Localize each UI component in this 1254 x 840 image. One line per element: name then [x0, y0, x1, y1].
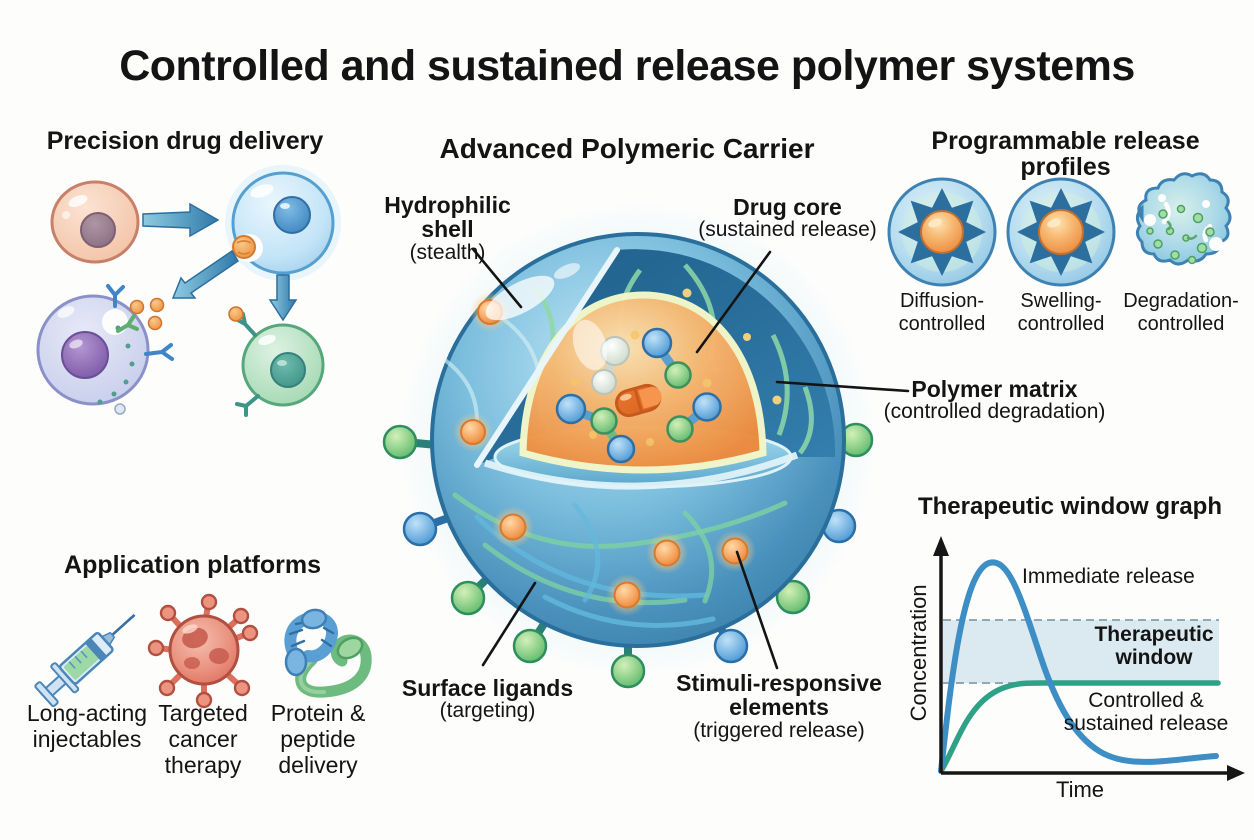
immediate-release-curve — [938, 559, 1219, 774]
profile-label-degradation: Degradation-controlled — [1123, 290, 1239, 335]
callout-sub: (sustained release) — [698, 218, 877, 242]
callout-hydrophilic-shell: Hydrophilic shell (stealth) — [355, 193, 540, 264]
cancer-cell-icon — [147, 593, 259, 709]
cut-edge — [474, 247, 620, 468]
diffusion-sphere-icon — [887, 177, 997, 287]
callout-name: Polymer matrix — [911, 376, 1078, 402]
released-drug-dots — [129, 297, 165, 331]
app-label-injectables: Long-acting injectables — [26, 700, 148, 752]
callout-sub: (controlled degradation) — [883, 400, 1106, 424]
controlled-release-curve — [938, 680, 1221, 774]
syringe-icon — [34, 613, 136, 708]
arrow-icon — [142, 202, 220, 238]
page-title: Controlled and sustained release polymer… — [119, 42, 1135, 90]
callout-surface-ligands: Surface ligands (targeting) — [395, 676, 580, 723]
callout-name: Drug core — [733, 194, 842, 220]
receptor-icon — [116, 314, 139, 333]
polymeric-carrier-illustration — [382, 202, 876, 689]
x-axis-arrow — [1227, 765, 1245, 781]
controlled-release-label: Controlled & sustained release — [1063, 689, 1229, 735]
arrow-icon — [268, 274, 298, 322]
protein-ribbon-icon — [284, 608, 372, 698]
profiles-heading: Programmable release profiles — [931, 127, 1200, 182]
therapeutic-window-label: Therapeutic window — [1094, 623, 1214, 669]
bowl-lip — [483, 451, 799, 490]
profile-label-diffusion: Diffusion-controlled — [898, 290, 986, 335]
callout-polymer-matrix: Polymer matrix (controlled degradation) — [872, 377, 1117, 424]
immune-cell-icon — [36, 284, 174, 415]
callout-name: Stimuli-responsive elements — [676, 670, 882, 721]
therapeutic-band — [943, 620, 1219, 683]
swelling-sphere-icon — [1006, 177, 1116, 287]
app-label-cancer: Targeted cancer therapy — [158, 700, 248, 778]
uptake-cell-icon — [225, 165, 341, 281]
receptor-icon — [106, 284, 174, 361]
chart-axes — [939, 554, 1227, 775]
immediate-release-label: Immediate release — [1022, 565, 1195, 588]
source-cell-icon — [50, 180, 140, 264]
app-label-protein: Protein & peptide delivery — [270, 700, 366, 778]
drug-molecules — [555, 319, 722, 464]
release-profile-icons — [887, 172, 1232, 287]
profile-label-swelling: Swelling-controlled — [1017, 290, 1105, 335]
x-axis-label: Time — [1055, 777, 1105, 802]
callout-sub: (targeting) — [439, 699, 536, 723]
precision-heading: Precision drug delivery — [46, 127, 324, 155]
callout-name: Hydrophilic shell — [384, 192, 511, 243]
callout-sub: (triggered release) — [693, 718, 865, 742]
gloss-highlight — [553, 263, 581, 279]
target-cell-icon — [228, 306, 325, 417]
callout-drug-core: Drug core (sustained release) — [690, 195, 885, 242]
callout-sub: (stealth) — [409, 240, 486, 264]
arrow-icon — [171, 249, 240, 299]
callout-stimuli-responsive: Stimuli-responsive elements (triggered r… — [673, 671, 885, 742]
y-axis-arrow — [933, 536, 949, 556]
therapeutic-window-chart — [933, 536, 1245, 781]
precision-cells-illustration — [36, 165, 341, 417]
y-axis-label: Concentration — [906, 584, 932, 722]
carrier-heading: Advanced Polymeric Carrier — [439, 133, 815, 164]
applications-heading: Application platforms — [64, 551, 321, 579]
callout-name: Surface ligands — [401, 675, 574, 701]
graph-heading: Therapeutic window graph — [917, 493, 1223, 520]
capsule-icon — [615, 383, 662, 418]
degradation-sphere-icon — [1135, 172, 1232, 276]
